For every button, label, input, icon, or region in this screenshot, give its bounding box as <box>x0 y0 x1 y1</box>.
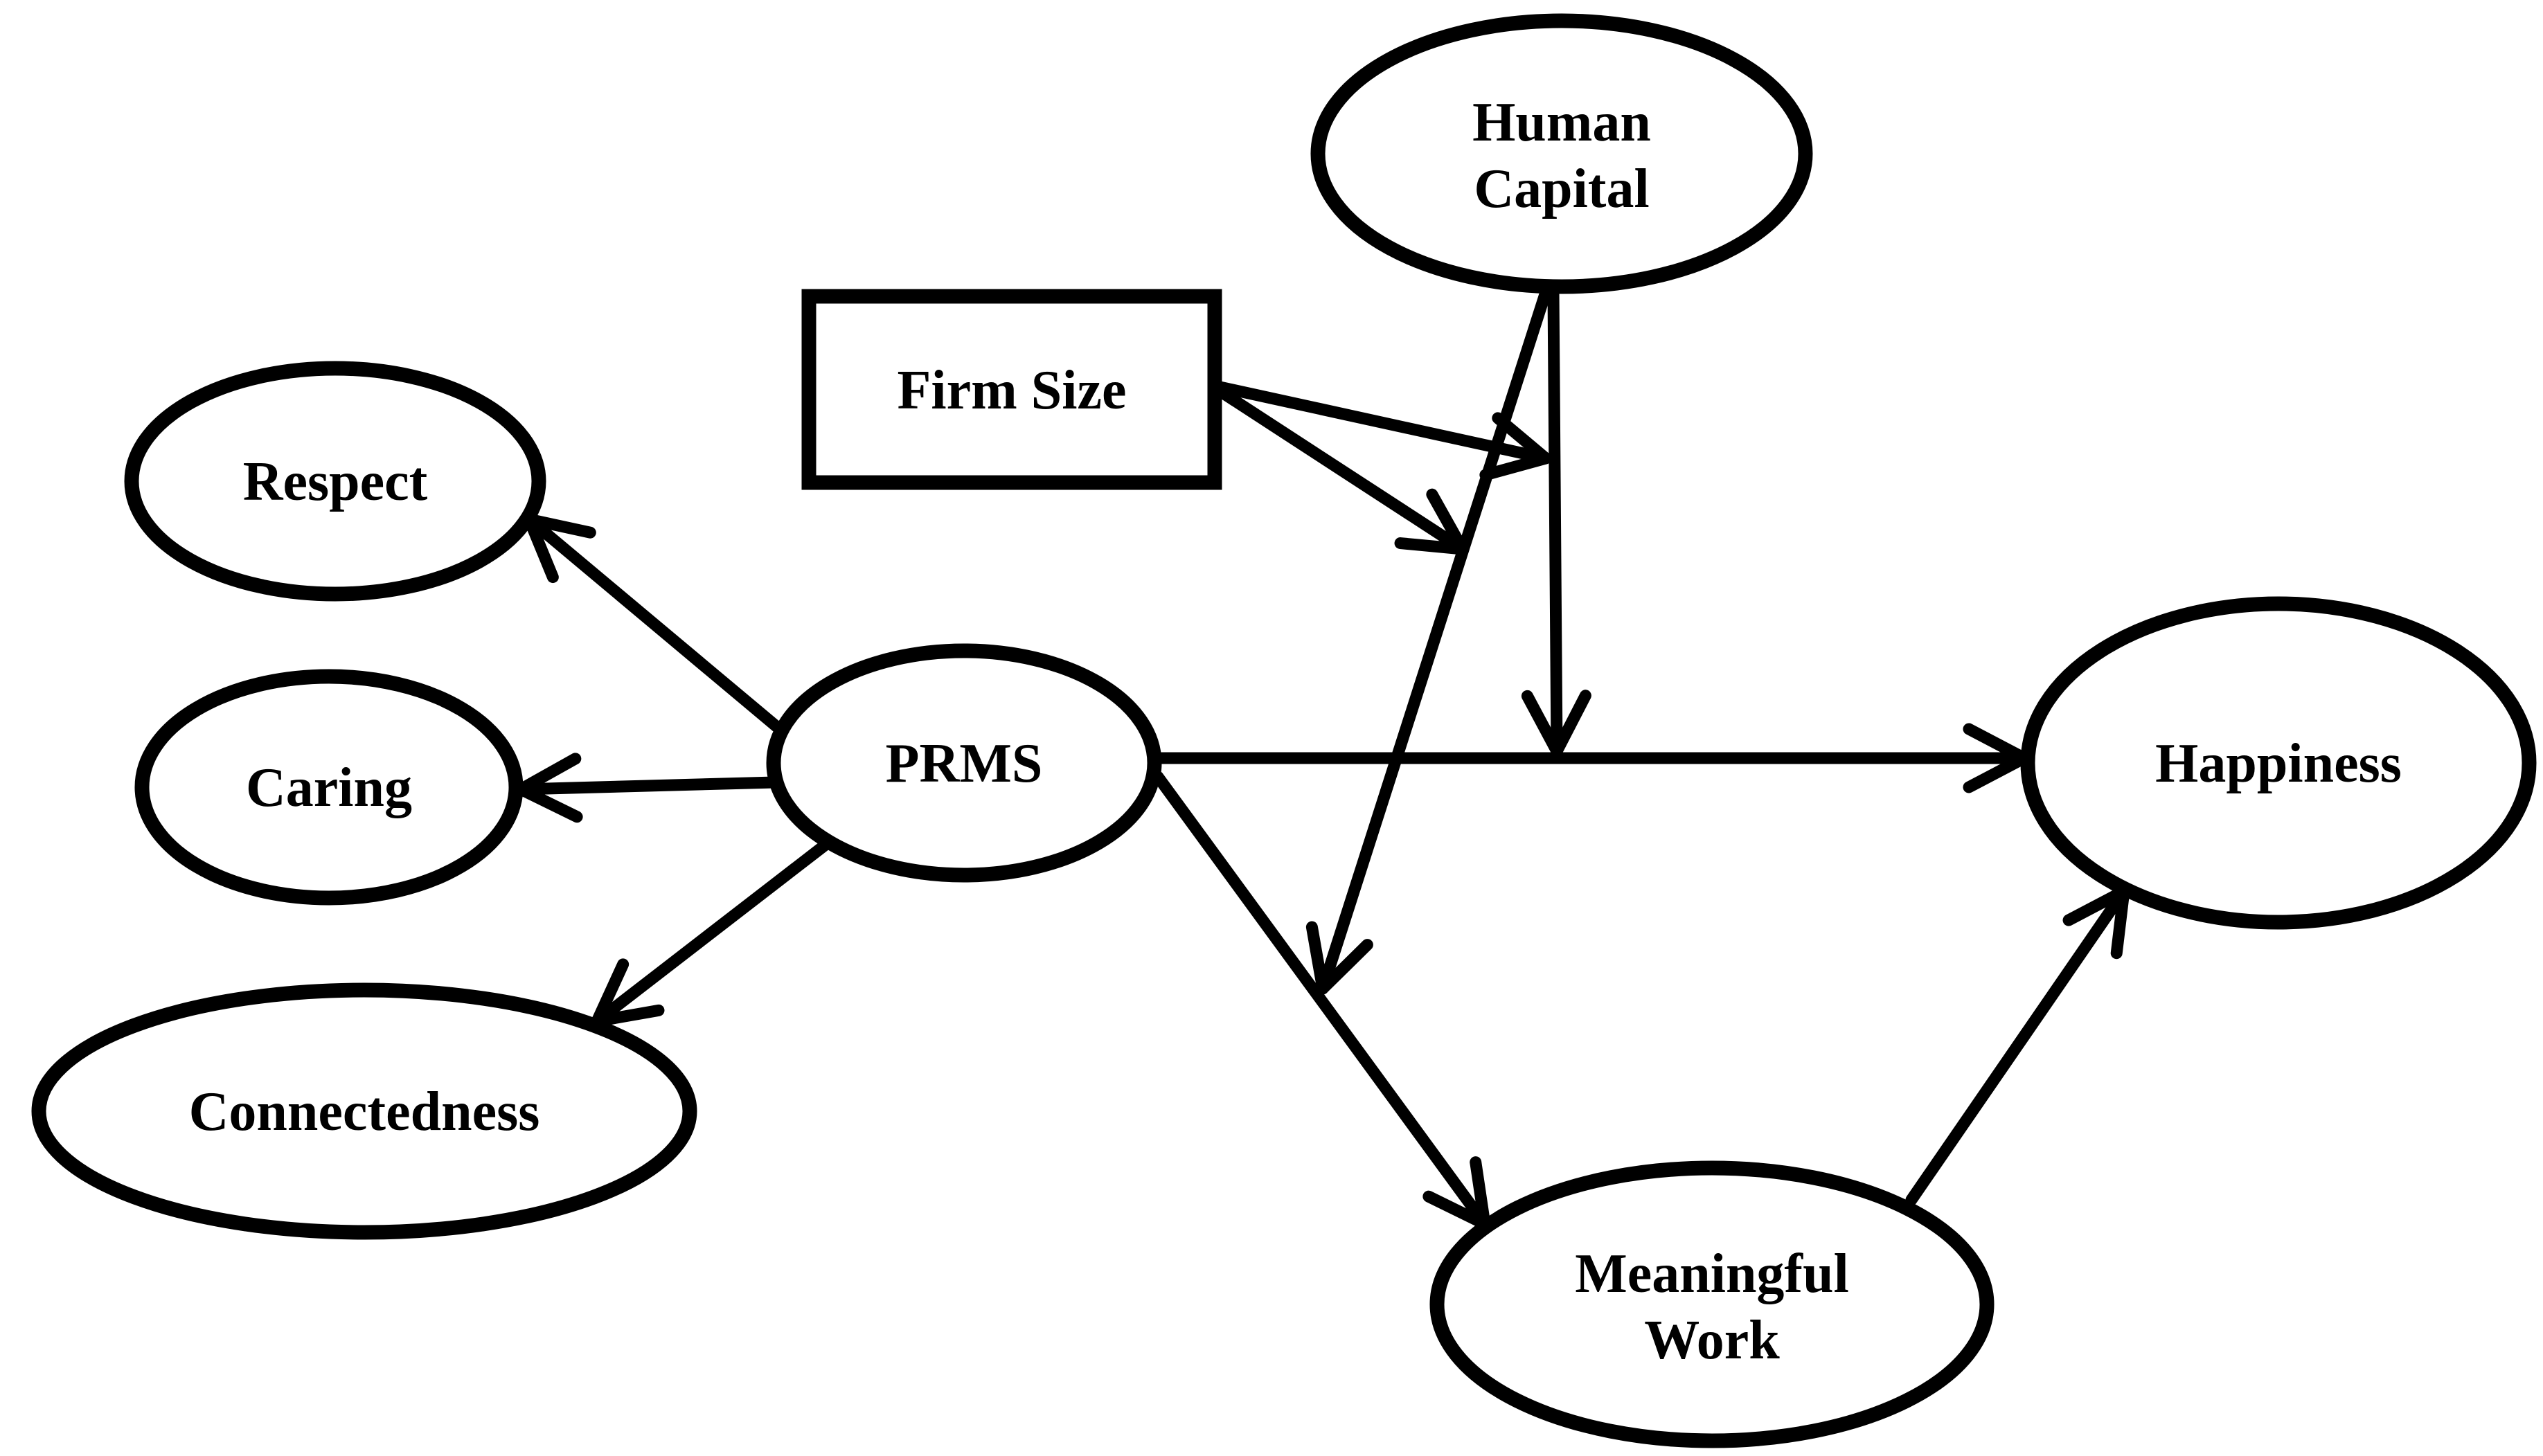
connectedness-label: Connectedness <box>189 1081 540 1142</box>
happiness-label: Happiness <box>2155 733 2402 794</box>
edge-prms-caring <box>515 753 781 823</box>
prms-ellipse <box>766 643 1162 883</box>
node-firm-size: Firm Size <box>801 289 1222 490</box>
node-happiness: Happiness <box>2020 596 2537 930</box>
edge-firm-size-lower <box>1204 379 1469 555</box>
human-capital-ellipse <box>1310 13 1813 294</box>
meaningful-work-ellipse <box>1429 1160 1995 1448</box>
caring-label: Caring <box>246 757 412 818</box>
human-capital-label-line2: Capital <box>1474 159 1649 219</box>
edge-prms-connectedness <box>591 836 835 1027</box>
node-connectedness: Connectedness <box>31 982 697 1240</box>
meaningful-work-label-line2: Work <box>1644 1310 1780 1371</box>
happiness-ellipse <box>2020 596 2537 930</box>
edge-human-capital-to-prms-meaningful-work-path <box>1305 286 1552 995</box>
respect-ellipse <box>124 361 546 602</box>
edge-prms-meaningful-work <box>1152 771 1491 1230</box>
edge-human-capital-to-prms-happiness-path <box>1521 285 1591 757</box>
firm-size-label: Firm Size <box>898 360 1127 421</box>
node-prms: PRMS <box>766 643 1162 883</box>
node-caring: Caring <box>134 669 524 906</box>
node-human-capital: Human Capital <box>1310 13 1813 294</box>
edge-prms-respect <box>523 513 787 737</box>
firm-size-rect <box>801 289 1222 490</box>
connectedness-ellipse <box>31 982 697 1240</box>
human-capital-label-line1: Human <box>1472 92 1651 153</box>
node-meaningful-work: Meaningful Work <box>1429 1160 1995 1448</box>
meaningful-work-label-line1: Meaningful <box>1575 1243 1849 1304</box>
respect-label: Respect <box>243 451 428 512</box>
node-respect: Respect <box>124 361 546 602</box>
edge-firm-size-upper <box>1204 379 1552 481</box>
edge-meaningful-work-happiness <box>1905 885 2130 1206</box>
prms-label: PRMS <box>886 733 1043 794</box>
caring-ellipse <box>134 669 524 906</box>
